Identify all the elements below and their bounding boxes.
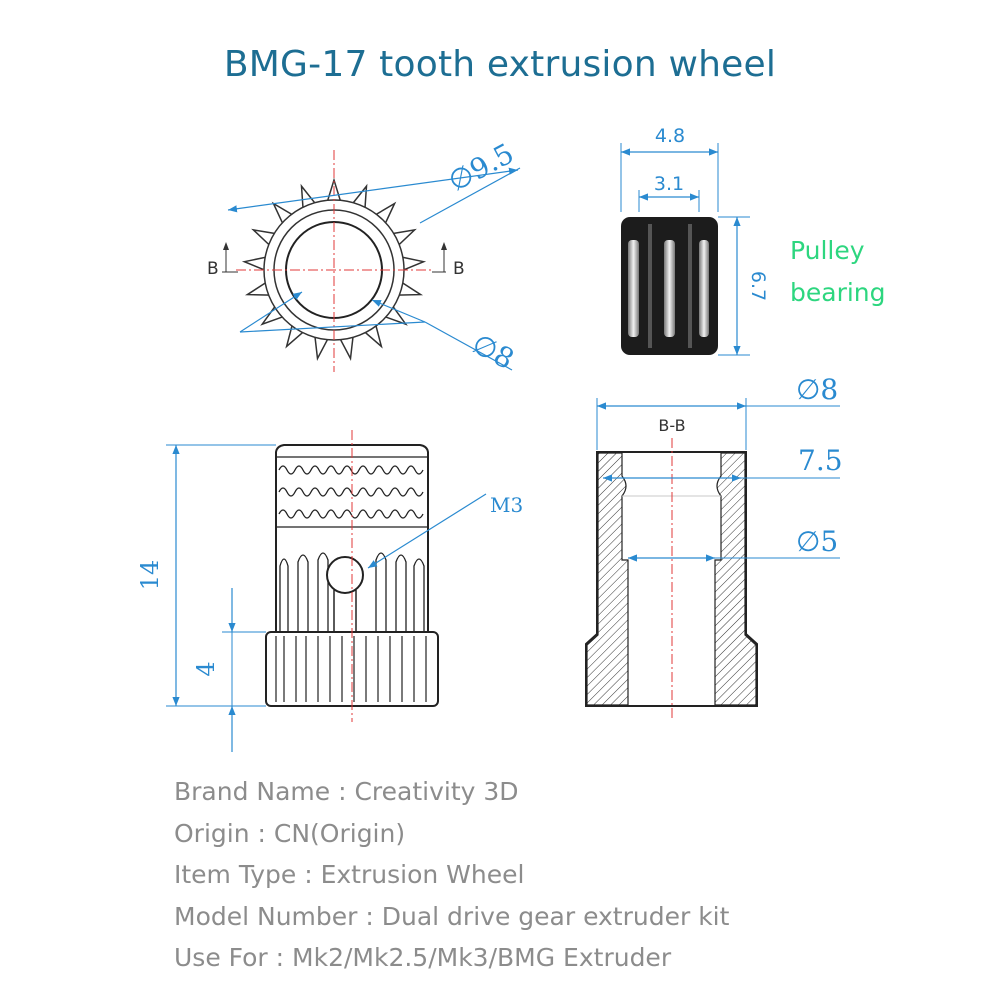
dim-bearing-inner: 3.1 (654, 173, 684, 195)
svg-text:B: B (207, 259, 219, 279)
dim-8-line (239, 321, 426, 333)
dim-bearing-width: 4.8 (655, 125, 685, 147)
bearing-label-line2: bearing (790, 278, 886, 307)
spec-list: Brand Name : Creativity 3D Origin : CN(O… (174, 774, 729, 982)
section-view: ∅8 B-B 7.5 ∅5 (585, 373, 843, 720)
dim-9.5-line (227, 167, 519, 213)
dim-bearing-height: 6.7 (747, 271, 769, 301)
section-title: B-B (658, 416, 685, 435)
m3-leader (367, 493, 487, 569)
gear-side-view: 14 4 M3 (136, 430, 523, 752)
gear-top-view: ∅9.5 ∅8 B B (207, 137, 521, 376)
svg-text:B: B (453, 259, 465, 279)
section-marker-right: B (432, 242, 465, 279)
knurl-band (276, 456, 428, 528)
dim-screw: M3 (490, 493, 523, 517)
dim-bore: ∅5 (796, 525, 838, 558)
technical-drawing: ∅9.5 ∅8 B B 4.8 (136, 125, 886, 752)
dim-height-lower: 4 (192, 661, 220, 676)
spec-origin: Origin : CN(Origin) (174, 818, 406, 848)
spec-use-for: Use For : Mk2/Mk2.5/Mk3/BMG Extruder (174, 943, 672, 972)
bearing-label-line1: Pulley (790, 236, 865, 265)
pulley-bearing: 4.8 3.1 6.7 Pulley bearing (620, 125, 886, 356)
spec-model-number: Model Number : Dual drive gear extruder … (174, 901, 730, 931)
dim-section-outer: ∅8 (796, 373, 838, 406)
spec-brand: Brand Name : Creativity 3D (174, 777, 519, 806)
dim-height-total: 14 (136, 560, 164, 591)
gear-slots (279, 552, 425, 632)
dim-groove: 7.5 (798, 444, 843, 477)
dim-inner-diameter: ∅8 (467, 327, 520, 376)
page-title: BMG-17 tooth extrusion wheel (223, 44, 777, 85)
spec-item-type: Item Type : Extrusion Wheel (174, 860, 525, 889)
m3-hole (326, 556, 364, 594)
section-marker-left: B (207, 242, 238, 279)
